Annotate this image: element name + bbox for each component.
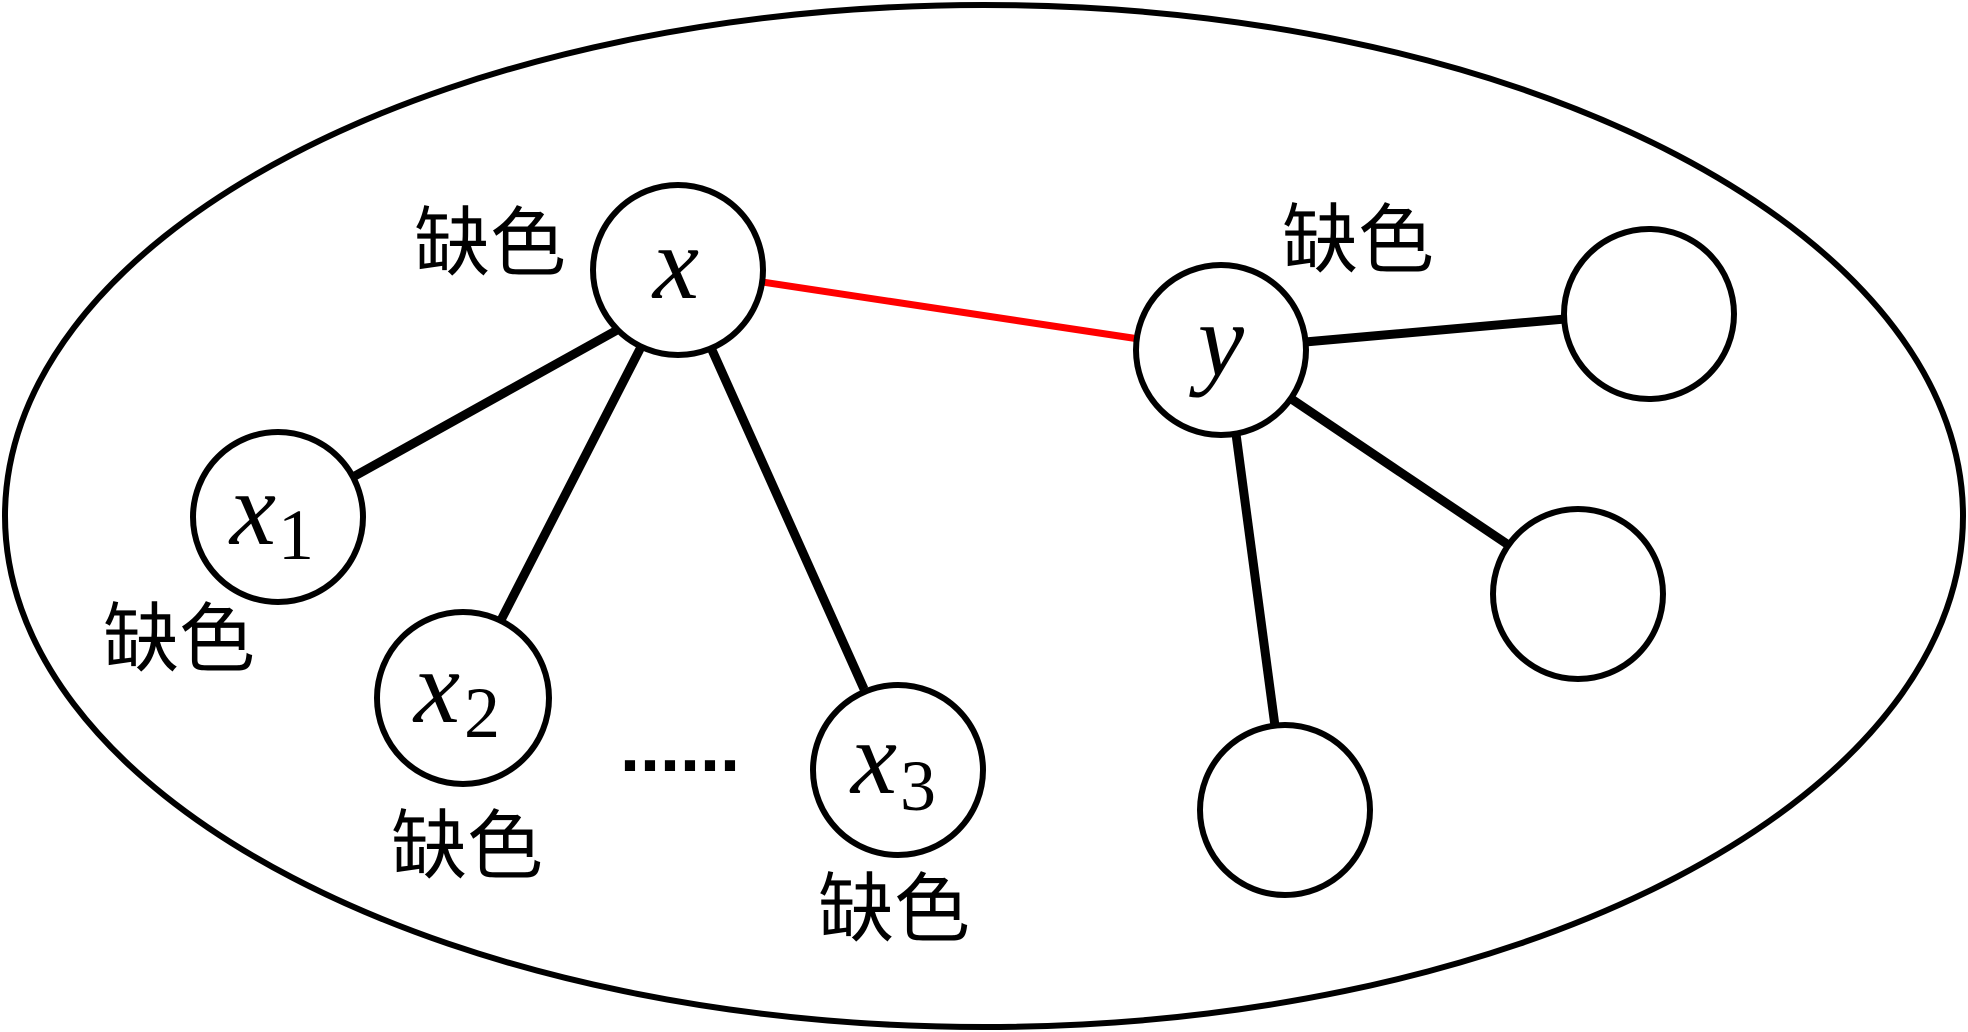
node-labels: x y x 1 x 2 x 3 bbox=[228, 206, 1245, 826]
edge-x-x3 bbox=[707, 348, 869, 691]
edge-y-node-top-right bbox=[1304, 314, 1566, 347]
node-x3 bbox=[810, 682, 986, 858]
node-x3-label: x bbox=[849, 701, 897, 816]
edge-x-y bbox=[761, 278, 1140, 343]
node-x1-status-label: 缺色 bbox=[103, 595, 255, 684]
node-x-label: x bbox=[651, 206, 699, 321]
edges bbox=[350, 278, 1566, 727]
edge-x-x2 bbox=[495, 344, 646, 625]
node-x1-subscript: 1 bbox=[278, 495, 314, 575]
node-x3-subscript: 3 bbox=[900, 746, 936, 826]
node-y bbox=[1133, 262, 1309, 438]
node-x bbox=[590, 182, 766, 358]
status-labels: 缺色 缺色 缺色 缺色 缺色 bbox=[103, 196, 1434, 954]
node-bottom bbox=[1197, 722, 1373, 898]
node-y-status-label: 缺色 bbox=[1282, 196, 1434, 285]
nodes bbox=[190, 182, 1737, 898]
node-x-status-label: 缺色 bbox=[414, 199, 566, 288]
node-x1 bbox=[190, 429, 366, 605]
edge-y-node-bottom bbox=[1231, 433, 1280, 727]
node-y-label: y bbox=[1189, 283, 1245, 398]
ellipsis-dots: ...... bbox=[620, 707, 740, 787]
node-x1-label: x bbox=[228, 452, 276, 567]
node-x2 bbox=[374, 609, 552, 787]
node-x2-label: x bbox=[412, 630, 460, 745]
edge-x-x1 bbox=[350, 325, 622, 481]
edge-y-node-middle-right bbox=[1287, 394, 1510, 548]
node-x2-subscript: 2 bbox=[464, 673, 500, 753]
node-x3-status-label: 缺色 bbox=[818, 865, 970, 954]
node-middle-right bbox=[1490, 506, 1666, 682]
node-x2-status-label: 缺色 bbox=[391, 802, 543, 891]
node-top-right bbox=[1561, 226, 1737, 402]
